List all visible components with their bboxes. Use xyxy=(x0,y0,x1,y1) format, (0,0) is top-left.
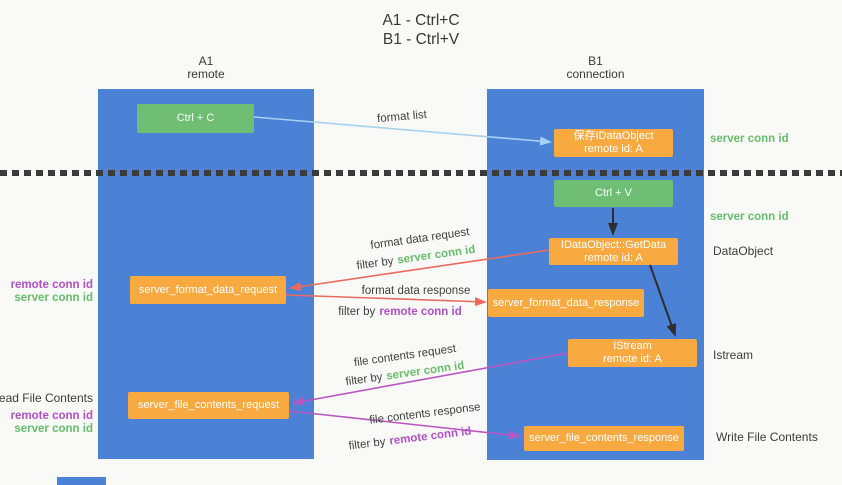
filter-by-prefix: filter by xyxy=(355,255,395,273)
server-conn-id-annotation-mid: server conn id xyxy=(710,211,789,223)
server-format-data-request-box: server_format_data_request xyxy=(130,276,286,304)
left-column-header: A1 remote xyxy=(98,55,314,81)
server-conn-id-key: server conn id xyxy=(396,243,477,267)
istream-line1: IStream xyxy=(613,340,652,352)
server-file-contents-request-label: server_file_contents_request xyxy=(137,399,280,411)
server-file-contents-request-box: server_file_contents_request xyxy=(128,392,289,419)
getdata-line1: IDataObject::GetData xyxy=(560,238,667,251)
right-column-header: B1 connection xyxy=(487,55,704,81)
istream-box: IStream remote id: A xyxy=(568,339,697,367)
server-conn-id-annotation-top: server conn id xyxy=(710,133,789,145)
istream-line2: remote id: A xyxy=(603,353,662,365)
filter-by-prefix: filter by xyxy=(344,371,384,389)
ctrl-v-label: Ctrl + V xyxy=(595,187,632,199)
getdata-line2: remote id: A xyxy=(584,251,643,264)
filter-by-prefix: filter by xyxy=(338,306,376,318)
server-conn-id-annotation: server conn id xyxy=(14,292,93,304)
left-column-subtitle: remote xyxy=(187,67,225,81)
idataobject-getdata-box: IDataObject::GetData remote id: A xyxy=(549,238,678,265)
ctrl-c-box: Ctrl + C xyxy=(137,104,254,133)
left-column-name: A1 xyxy=(198,54,214,68)
save-idataobject-line1: 保存IDataObject xyxy=(573,130,654,142)
right-column-subtitle: connection xyxy=(566,67,625,81)
save-idataobject-box: 保存IDataObject remote id: A xyxy=(554,129,673,157)
format-data-response-label: format data response xyxy=(361,285,471,297)
file-contents-response-label: file contents response xyxy=(368,401,482,427)
server-format-data-request-label: server_format_data_request xyxy=(138,283,278,296)
dataobject-annotation: DataObject xyxy=(713,244,774,258)
left-conn-id-annotations-bottom: remote conn id server conn id xyxy=(11,410,93,436)
diagram-title: A1 - Ctrl+C B1 - Ctrl+V xyxy=(0,11,842,49)
remote-conn-id-annotation: remote conn id xyxy=(10,410,93,422)
ctrl-c-label: Ctrl + C xyxy=(176,112,215,124)
title-line-2: B1 - Ctrl+V xyxy=(382,31,460,48)
server-file-contents-response-box: server_file_contents_response xyxy=(524,426,684,451)
server-format-data-response-box: server_format_data_response xyxy=(488,289,644,317)
remote-conn-id-key: remote conn id xyxy=(388,425,473,448)
ctrl-v-box: Ctrl + V xyxy=(554,180,673,207)
filter-by-prefix: filter by xyxy=(347,436,387,453)
server-format-data-response-label: server_format_data_response xyxy=(492,296,640,309)
remote-conn-id-key: remote conn id xyxy=(379,306,462,318)
istream-annotation: Istream xyxy=(713,348,754,362)
server-conn-id-key: server conn id xyxy=(385,359,466,383)
title-line-1: A1 - Ctrl+C xyxy=(382,12,460,29)
read-file-contents-annotation: Read File Contents xyxy=(0,391,93,405)
format-list-label: format list xyxy=(376,108,428,126)
right-column-name: B1 xyxy=(588,54,603,68)
write-file-contents-annotation: Write File Contents xyxy=(716,430,818,444)
bottom-window-fragment xyxy=(57,477,106,485)
save-idataobject-line2: remote id: A xyxy=(584,143,643,155)
left-conn-id-annotations-top: remote conn id server conn id xyxy=(11,279,93,305)
remote-conn-id-annotation: remote conn id xyxy=(10,279,93,291)
server-conn-id-annotation: server conn id xyxy=(14,423,93,435)
server-file-contents-response-label: server_file_contents_response xyxy=(529,432,679,444)
